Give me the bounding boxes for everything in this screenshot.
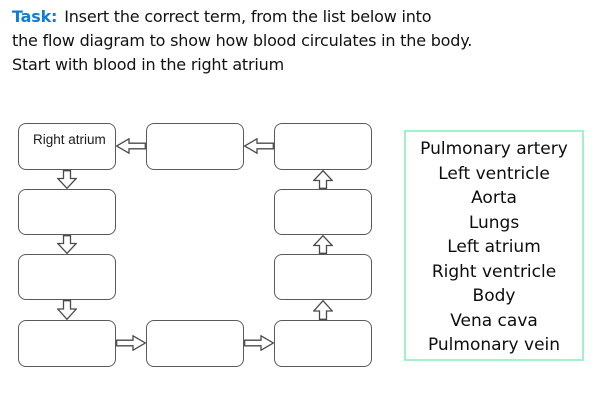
- task-title: Task: Insert the correct term, from the l…: [12, 5, 598, 77]
- task-title-line-2: the flow diagram to show how blood circu…: [12, 31, 473, 50]
- term-list-item: Pulmonary vein: [427, 335, 561, 355]
- term-list-item: Right ventricle: [431, 261, 557, 282]
- flow-box-right-atrium: Right atrium: [18, 123, 116, 170]
- block-arrow-up-icon: [313, 235, 333, 254]
- flow-box-empty-bottom-right[interactable]: [274, 320, 372, 367]
- block-arrow-right-icon: [244, 335, 274, 351]
- flow-box-empty-left-3[interactable]: [18, 254, 116, 300]
- block-arrow-down-icon: [57, 235, 77, 254]
- task-title-line-3: Start with blood in the right atrium: [12, 55, 284, 74]
- block-arrow-down-icon: [57, 300, 77, 320]
- block-arrow-up-icon: [313, 300, 333, 320]
- task-title-line-1-text: Insert the correct term, from the list b…: [64, 7, 432, 26]
- term-list-item: Vena cava: [450, 310, 538, 331]
- flow-box-empty-left-2[interactable]: [18, 189, 116, 235]
- block-arrow-left-icon: [116, 138, 146, 154]
- flow-box-empty-bottom-left[interactable]: [18, 320, 116, 367]
- flow-box-empty-top-middle[interactable]: [146, 123, 244, 170]
- block-arrow-up-icon: [313, 170, 333, 189]
- term-list-item: Lungs: [468, 212, 520, 233]
- flow-box-right-atrium-label: Right atrium: [33, 132, 106, 147]
- term-list-item: Left atrium: [447, 237, 541, 257]
- flow-box-empty-right-3[interactable]: [274, 254, 372, 300]
- task-label: Task:: [12, 7, 58, 26]
- flow-box-empty-top-right[interactable]: [274, 123, 372, 170]
- block-arrow-down-icon: [57, 170, 77, 189]
- flow-box-empty-right-2[interactable]: [274, 189, 372, 235]
- term-list-item: Left ventricle: [438, 163, 550, 184]
- task-title-line-1: Task: Insert the correct term, from the l…: [12, 5, 598, 29]
- term-list-item: Body: [472, 286, 516, 306]
- term-list: Pulmonary artery Left ventricle Aorta Lu…: [404, 130, 584, 361]
- term-list-item: Pulmonary artery: [420, 139, 568, 159]
- block-arrow-right-icon: [116, 335, 146, 351]
- block-arrow-left-icon: [244, 138, 274, 154]
- term-list-item: Aorta: [471, 188, 517, 208]
- flow-box-empty-bottom-middle[interactable]: [146, 320, 244, 367]
